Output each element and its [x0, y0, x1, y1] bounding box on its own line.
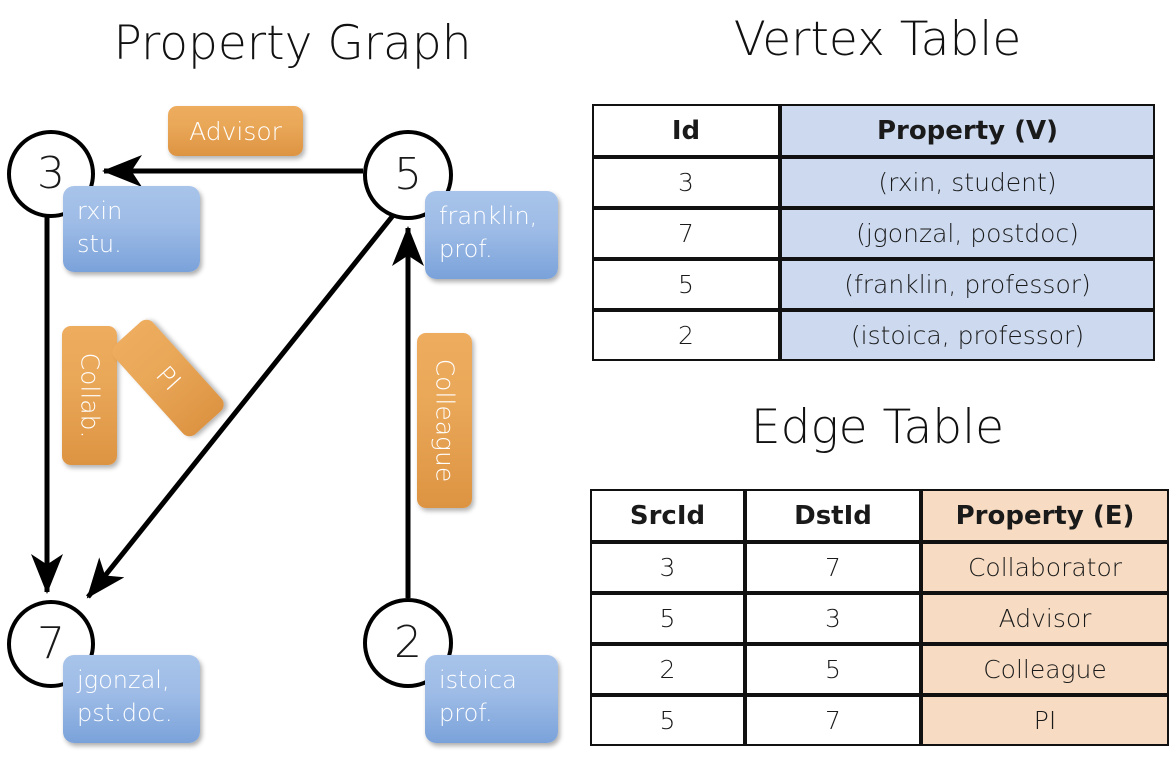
node-property-franklin-line1: franklin,	[439, 202, 538, 230]
node-property-istoica-line1: istoica	[439, 666, 517, 694]
node-property-rxin-line1: rxin	[77, 197, 123, 225]
section-title-edge-table: Edge Table	[750, 400, 1005, 455]
node-property-jgonzal-line2: pst.doc.	[77, 699, 173, 728]
edge-cell-dstid: 7	[745, 542, 921, 593]
edge-label-collab-text: Collab.	[75, 352, 104, 439]
node-property-franklin-line2: prof.	[439, 235, 493, 264]
table-row: 3 (rxin, student)	[592, 157, 1155, 208]
edge-cell-dstid: 7	[745, 695, 921, 746]
edge-cell-srcid: 5	[590, 593, 745, 644]
edge-table: SrcId DstId Property (E) 3 7 Collaborato…	[590, 489, 1169, 746]
graph-node-5-label: 5	[394, 149, 422, 200]
edge-table-header-row: SrcId DstId Property (E)	[590, 489, 1169, 542]
vertex-table-header-id: Id	[592, 104, 780, 157]
edge-cell-dstid: 5	[745, 644, 921, 695]
page-title-property-graph: Property Graph	[113, 16, 472, 71]
vertex-cell-property: (rxin, student)	[780, 157, 1155, 208]
node-property-istoica-line2: prof.	[439, 699, 493, 728]
edge-cell-srcid: 2	[590, 644, 745, 695]
section-title-vertex-table: Vertex Table	[733, 12, 1022, 67]
edge-table-header-dstid: DstId	[745, 489, 921, 542]
vertex-cell-id: 3	[592, 157, 780, 208]
vertex-cell-property: (jgonzal, postdoc)	[780, 208, 1155, 259]
edge-table-header-srcid: SrcId	[590, 489, 745, 542]
edge-table-header-property: Property (E)	[921, 489, 1169, 542]
edge-label-advisor-text: Advisor	[189, 116, 282, 146]
edge-label-pi-text: PI	[149, 359, 187, 397]
vertex-cell-id: 2	[592, 310, 780, 361]
vertex-cell-property: (istoica, professor)	[780, 310, 1155, 361]
graph-node-7-label: 7	[37, 618, 65, 669]
graph-node-2-label: 2	[394, 617, 422, 668]
edge-cell-dstid: 3	[745, 593, 921, 644]
edge-label-advisor: Advisor	[168, 106, 303, 156]
table-row: 2 (istoica, professor)	[592, 310, 1155, 361]
property-graph-diagram: Advisor Collab. PI Colleague 3 5 7 2 rxi…	[7, 106, 558, 743]
vertex-table-header-row: Id Property (V)	[592, 104, 1155, 157]
node-property-box-franklin: franklin, prof.	[425, 191, 558, 279]
edge-arrow-5-to-7	[86, 206, 401, 599]
vertex-cell-property: (franklin, professor)	[780, 259, 1155, 310]
node-property-rxin-line2: stu.	[77, 230, 122, 259]
edge-cell-property: Advisor	[921, 593, 1169, 644]
vertex-table-header-property: Property (V)	[780, 104, 1155, 157]
edge-cell-property: Collaborator	[921, 542, 1169, 593]
edge-cell-property: PI	[921, 695, 1169, 746]
node-property-jgonzal-line1: jgonzal,	[77, 666, 170, 694]
table-row: 2 5 Colleague	[590, 644, 1169, 695]
edge-label-colleague: Colleague	[417, 333, 472, 508]
node-property-box-rxin: rxin stu.	[63, 186, 200, 272]
table-row: 3 7 Collaborator	[590, 542, 1169, 593]
edge-cell-srcid: 3	[590, 542, 745, 593]
vertex-cell-id: 5	[592, 259, 780, 310]
node-property-box-jgonzal: jgonzal, pst.doc.	[63, 655, 200, 743]
graph-node-3-label: 3	[37, 148, 65, 199]
edge-label-colleague-text: Colleague	[430, 358, 460, 483]
table-row: 5 (franklin, professor)	[592, 259, 1155, 310]
graph-node-5[interactable]: 5	[363, 130, 453, 220]
graph-node-2[interactable]: 2	[363, 598, 453, 688]
graph-edge-arrows	[31, 155, 424, 599]
node-property-box-istoica: istoica prof.	[425, 655, 558, 743]
edge-cell-property: Colleague	[921, 644, 1169, 695]
table-row: 7 (jgonzal, postdoc)	[592, 208, 1155, 259]
table-row: 5 3 Advisor	[590, 593, 1169, 644]
vertex-table: Id Property (V) 3 (rxin, student) 7 (jgo…	[592, 104, 1155, 361]
vertex-cell-id: 7	[592, 208, 780, 259]
table-row: 5 7 PI	[590, 695, 1169, 746]
edge-cell-srcid: 5	[590, 695, 745, 746]
edge-label-collab: Collab.	[62, 326, 117, 465]
